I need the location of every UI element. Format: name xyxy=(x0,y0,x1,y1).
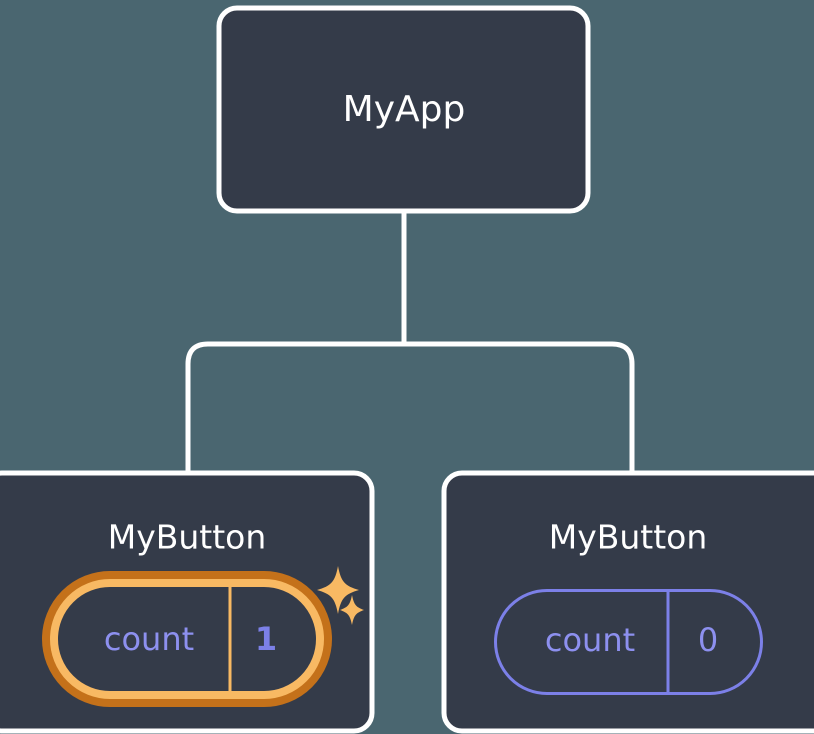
state-pill-plain-outline xyxy=(494,589,763,695)
node-child-2-box[interactable] xyxy=(441,470,814,734)
state-pill-key: count xyxy=(104,620,194,658)
connector-group xyxy=(185,212,635,471)
node-child-mybutton-1[interactable]: MyButton count 1 xyxy=(0,470,375,734)
node-child-1-label: MyButton xyxy=(108,518,267,557)
connector-bus-right xyxy=(404,341,635,471)
node-root-myapp[interactable]: MyApp xyxy=(216,5,591,214)
node-child-2-label: MyButton xyxy=(549,518,708,557)
state-pill-highlighted[interactable]: count 1 xyxy=(42,571,332,707)
state-pill-value: 1 xyxy=(255,620,277,658)
sparkle-icon-small xyxy=(340,595,364,625)
node-root-box[interactable] xyxy=(216,5,591,214)
state-pill-outer-ring xyxy=(42,571,332,707)
node-root-label: MyApp xyxy=(343,89,466,130)
state-pill-plain[interactable]: count 0 xyxy=(494,589,763,695)
sparkle-icon-large xyxy=(317,566,359,614)
connector-bus-left xyxy=(185,341,404,471)
state-pill-plain-key: count xyxy=(545,621,635,659)
state-pill-inner-ring xyxy=(50,579,324,699)
node-child-mybutton-2[interactable]: MyButton count 0 xyxy=(441,470,814,734)
state-pill-plain-value: 0 xyxy=(698,621,718,659)
